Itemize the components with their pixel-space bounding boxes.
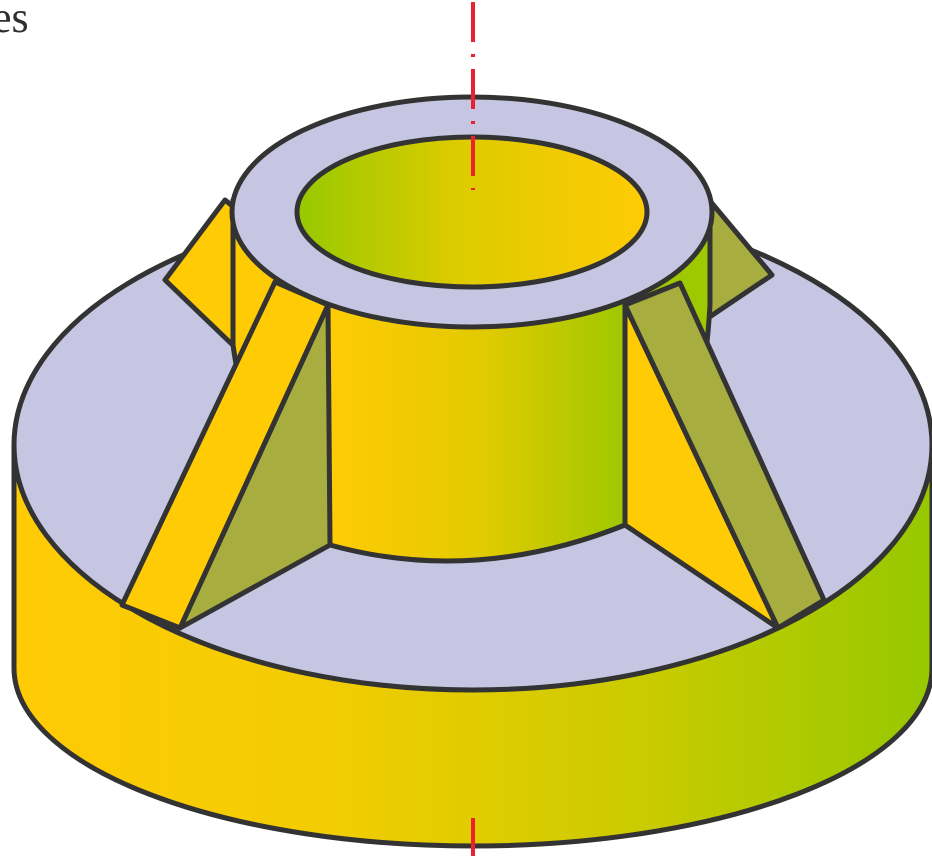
corner-caption-text: es	[0, 0, 29, 42]
front-right-rib-top-face	[622, 280, 827, 631]
